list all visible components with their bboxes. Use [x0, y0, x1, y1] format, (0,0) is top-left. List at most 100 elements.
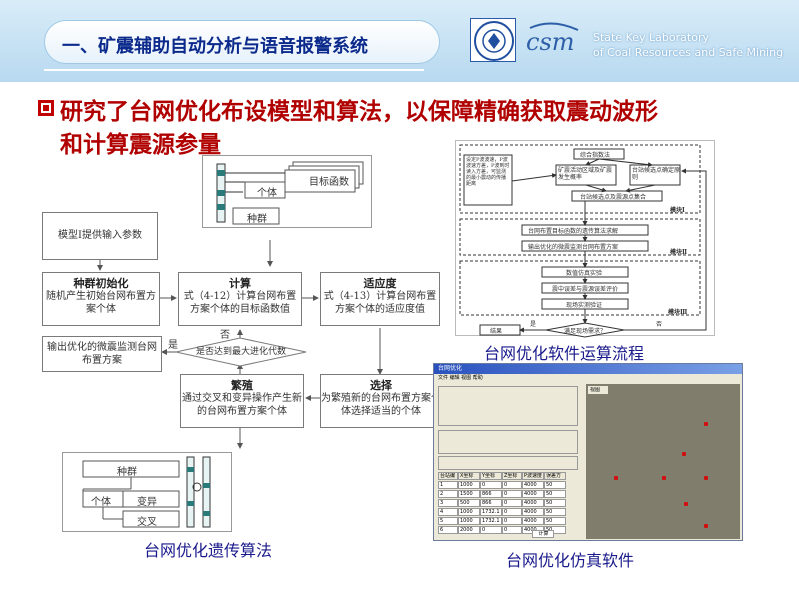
table-cell[interactable]: 4000: [522, 499, 544, 507]
options-group: [438, 430, 578, 454]
decision-yes-label: 是: [168, 340, 178, 351]
station-dot: [614, 476, 618, 480]
table-cell[interactable]: 4000: [522, 508, 544, 516]
population-label-bottom: 种群: [117, 467, 137, 478]
population-structure-graphic: [216, 161, 364, 225]
select-title: 选择: [370, 379, 392, 392]
mutation-label: 变异: [137, 497, 157, 508]
flow-candidate-set: 台站候选点及震源点集合: [580, 194, 647, 201]
operators-graphic: [82, 456, 211, 528]
flow-module3: 模块Ⅲ: [668, 309, 688, 316]
table-cell[interactable]: 50: [544, 490, 566, 498]
table-cell[interactable]: 0: [480, 481, 502, 489]
table-cell[interactable]: 2: [438, 490, 458, 498]
table-cell[interactable]: 2000: [458, 526, 480, 534]
model-input-box: 模型Ⅰ提供输入参数: [42, 212, 158, 260]
table-header-cell: Y坐标: [480, 472, 502, 480]
breed-box: 繁殖 通过交叉和变异操作产生新的台网布置方案个体: [180, 374, 304, 428]
table-cell[interactable]: 1000: [458, 508, 480, 516]
table-cell[interactable]: 0: [502, 517, 522, 525]
university-seal-logo: [470, 18, 516, 62]
flow-caption: 台网优化软件运算流程: [484, 344, 645, 363]
table-cell[interactable]: 1732.1: [480, 508, 502, 516]
table-cell[interactable]: 0: [480, 526, 502, 534]
table-cell[interactable]: 0: [502, 481, 522, 489]
view-tab[interactable]: 视图: [588, 386, 608, 394]
table-cell[interactable]: 4000: [522, 517, 544, 525]
csm-logo-text: csm: [526, 28, 575, 56]
software-caption: 台网优化仿真软件: [506, 551, 635, 570]
table-cell[interactable]: 0: [502, 490, 522, 498]
table-cell[interactable]: 1: [438, 481, 458, 489]
table-cell[interactable]: 1732.1: [480, 517, 502, 525]
flow-synthesis: 综合指数法: [580, 152, 611, 159]
station-dot: [662, 476, 666, 480]
ga-connectors: [97, 240, 383, 449]
init-body: 随机产生初始台网布置方案个体: [46, 291, 156, 315]
table-cell[interactable]: 1000: [458, 517, 480, 525]
output-box: 输出优化的微震监测台网布置方案: [42, 336, 162, 372]
breed-title: 繁殖: [231, 379, 253, 392]
table-cell[interactable]: 0: [502, 508, 522, 516]
flow-sim: 数值仿真实验: [566, 270, 603, 277]
crossover-label: 交叉: [137, 517, 157, 528]
population-label-top: 种群: [247, 214, 267, 225]
fitness-box: 适应度 式（4-13）计算台网布置方案个体的适应度值: [320, 272, 440, 326]
station-dot: [704, 476, 708, 480]
table-cell[interactable]: 500: [458, 499, 480, 507]
calc-body: 式（4-12）计算台网布置方案个体的目标函数值: [183, 291, 297, 315]
flow-yes-label: 是: [530, 321, 537, 328]
table-cell[interactable]: 866: [480, 490, 502, 498]
software-flow-diagram: 设定P波波速，P波波速方差，P波到时读入方差，可监测的最小震动的传播距离 综合指…: [455, 140, 715, 338]
window-menu[interactable]: 文件 编辑 视图 帮助: [438, 375, 483, 381]
seal-graphic: [474, 21, 514, 61]
flow-error-eval: 震中误差与震源误差评价: [552, 286, 619, 293]
csm-logo-graphic: csm: [526, 22, 579, 56]
table-cell[interactable]: 0: [502, 526, 522, 534]
fitness-body: 式（4-13）计算台网布置方案个体的适应度值: [323, 291, 437, 315]
csm-logo: csm: [522, 20, 584, 60]
calculate-box: 计算 式（4-12）计算台网布置方案个体的目标函数值: [178, 272, 302, 326]
table-cell[interactable]: 50: [544, 499, 566, 507]
table-cell[interactable]: 4000: [522, 490, 544, 498]
table-cell[interactable]: 50: [544, 481, 566, 489]
population-init-box: 种群初始化 随机产生初始台网布置方案个体: [42, 272, 160, 326]
ga-operators-inset: 种群 个体 变异 交叉: [62, 452, 232, 532]
table-cell[interactable]: 50: [544, 517, 566, 525]
table-cell[interactable]: 0: [502, 499, 522, 507]
table-cell[interactable]: 4000: [522, 481, 544, 489]
table-cell[interactable]: 50: [544, 508, 566, 516]
table-cell[interactable]: 4: [438, 508, 458, 516]
flow-mine-zone: 矿震活动区域及矿震发生概率: [558, 167, 613, 181]
individual-label-bottom: 个体: [91, 497, 111, 508]
flow-objective: 台网布置目标函数的遗传算法求解: [528, 228, 619, 235]
flow-output-opt: 输出优化的微震监测台网布置方案: [528, 244, 619, 251]
flow-result: 结果: [490, 328, 503, 335]
station-dot: [704, 524, 708, 528]
ga-caption: 台网优化遗传算法: [144, 541, 273, 560]
title-underline: [44, 69, 424, 71]
breed-body: 通过交叉和变异操作产生新的台网布置方案个体: [182, 393, 302, 417]
coordinate-group: [438, 386, 578, 426]
simulation-window: 台网优化 文件 编辑 视图 帮助 台站编号X坐标Y坐标Z坐标P波速度误差方差11…: [433, 363, 743, 541]
table-cell[interactable]: 5: [438, 517, 458, 525]
flow-satisfy: 满足现场需求？: [564, 328, 607, 335]
table-cell[interactable]: 866: [480, 499, 502, 507]
table-cell[interactable]: 1000: [458, 481, 480, 489]
bullet-square-icon: [38, 100, 54, 116]
station-map-view: 视图: [586, 384, 740, 539]
decision-text: 是否达到最大进化代数: [196, 347, 287, 357]
station-dot: [682, 452, 686, 456]
table-cell[interactable]: 3: [438, 499, 458, 507]
lab-name-line1: State Key Laboratory: [593, 31, 709, 44]
init-title: 种群初始化: [73, 277, 129, 290]
table-cell[interactable]: 1500: [458, 490, 480, 498]
calculate-button[interactable]: 计算: [532, 530, 554, 538]
objective-function-label: 目标函数: [309, 177, 349, 188]
individual-label-top: 个体: [257, 188, 277, 199]
fitness-title: 适应度: [363, 277, 397, 290]
lab-name-line2: of Coal Resources and Safe Mining: [593, 46, 784, 59]
title-pill: [44, 20, 440, 64]
table-cell[interactable]: 6: [438, 526, 458, 534]
station-dot: [684, 502, 688, 506]
